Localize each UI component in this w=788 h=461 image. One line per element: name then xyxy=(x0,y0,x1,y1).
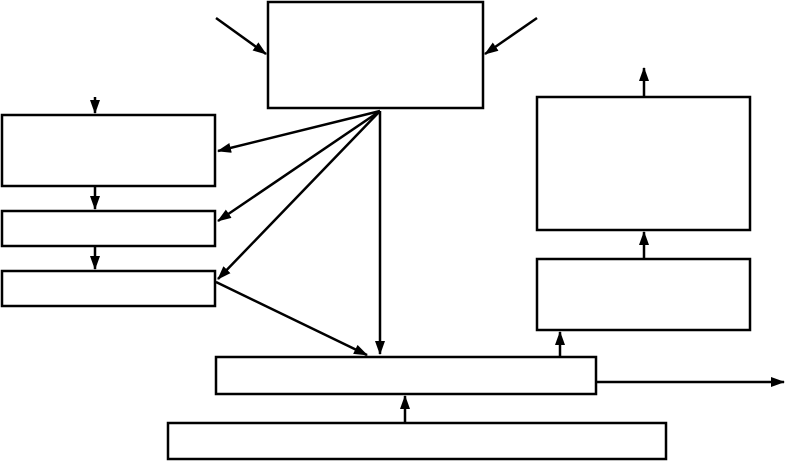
incoming-top-left-arrow xyxy=(215,16,267,56)
arrows xyxy=(90,16,785,422)
left-box-3 xyxy=(0,269,217,308)
right-lower-box xyxy=(535,257,752,332)
right-upper-box xyxy=(535,95,752,232)
top-to-left-2-arrow xyxy=(217,109,381,223)
left-box-2 xyxy=(0,209,217,248)
left-3-to-middle-bar-arrow xyxy=(215,280,368,357)
incoming-top-right-arrow xyxy=(484,16,538,56)
middle-bar xyxy=(214,355,598,396)
top-to-left-1-arrow xyxy=(217,109,381,153)
left-box-1 xyxy=(0,113,217,188)
boxes xyxy=(0,0,752,461)
bottom-bar xyxy=(166,421,668,461)
top-center-box xyxy=(266,0,485,110)
top-to-left-3-arrow xyxy=(217,110,381,280)
